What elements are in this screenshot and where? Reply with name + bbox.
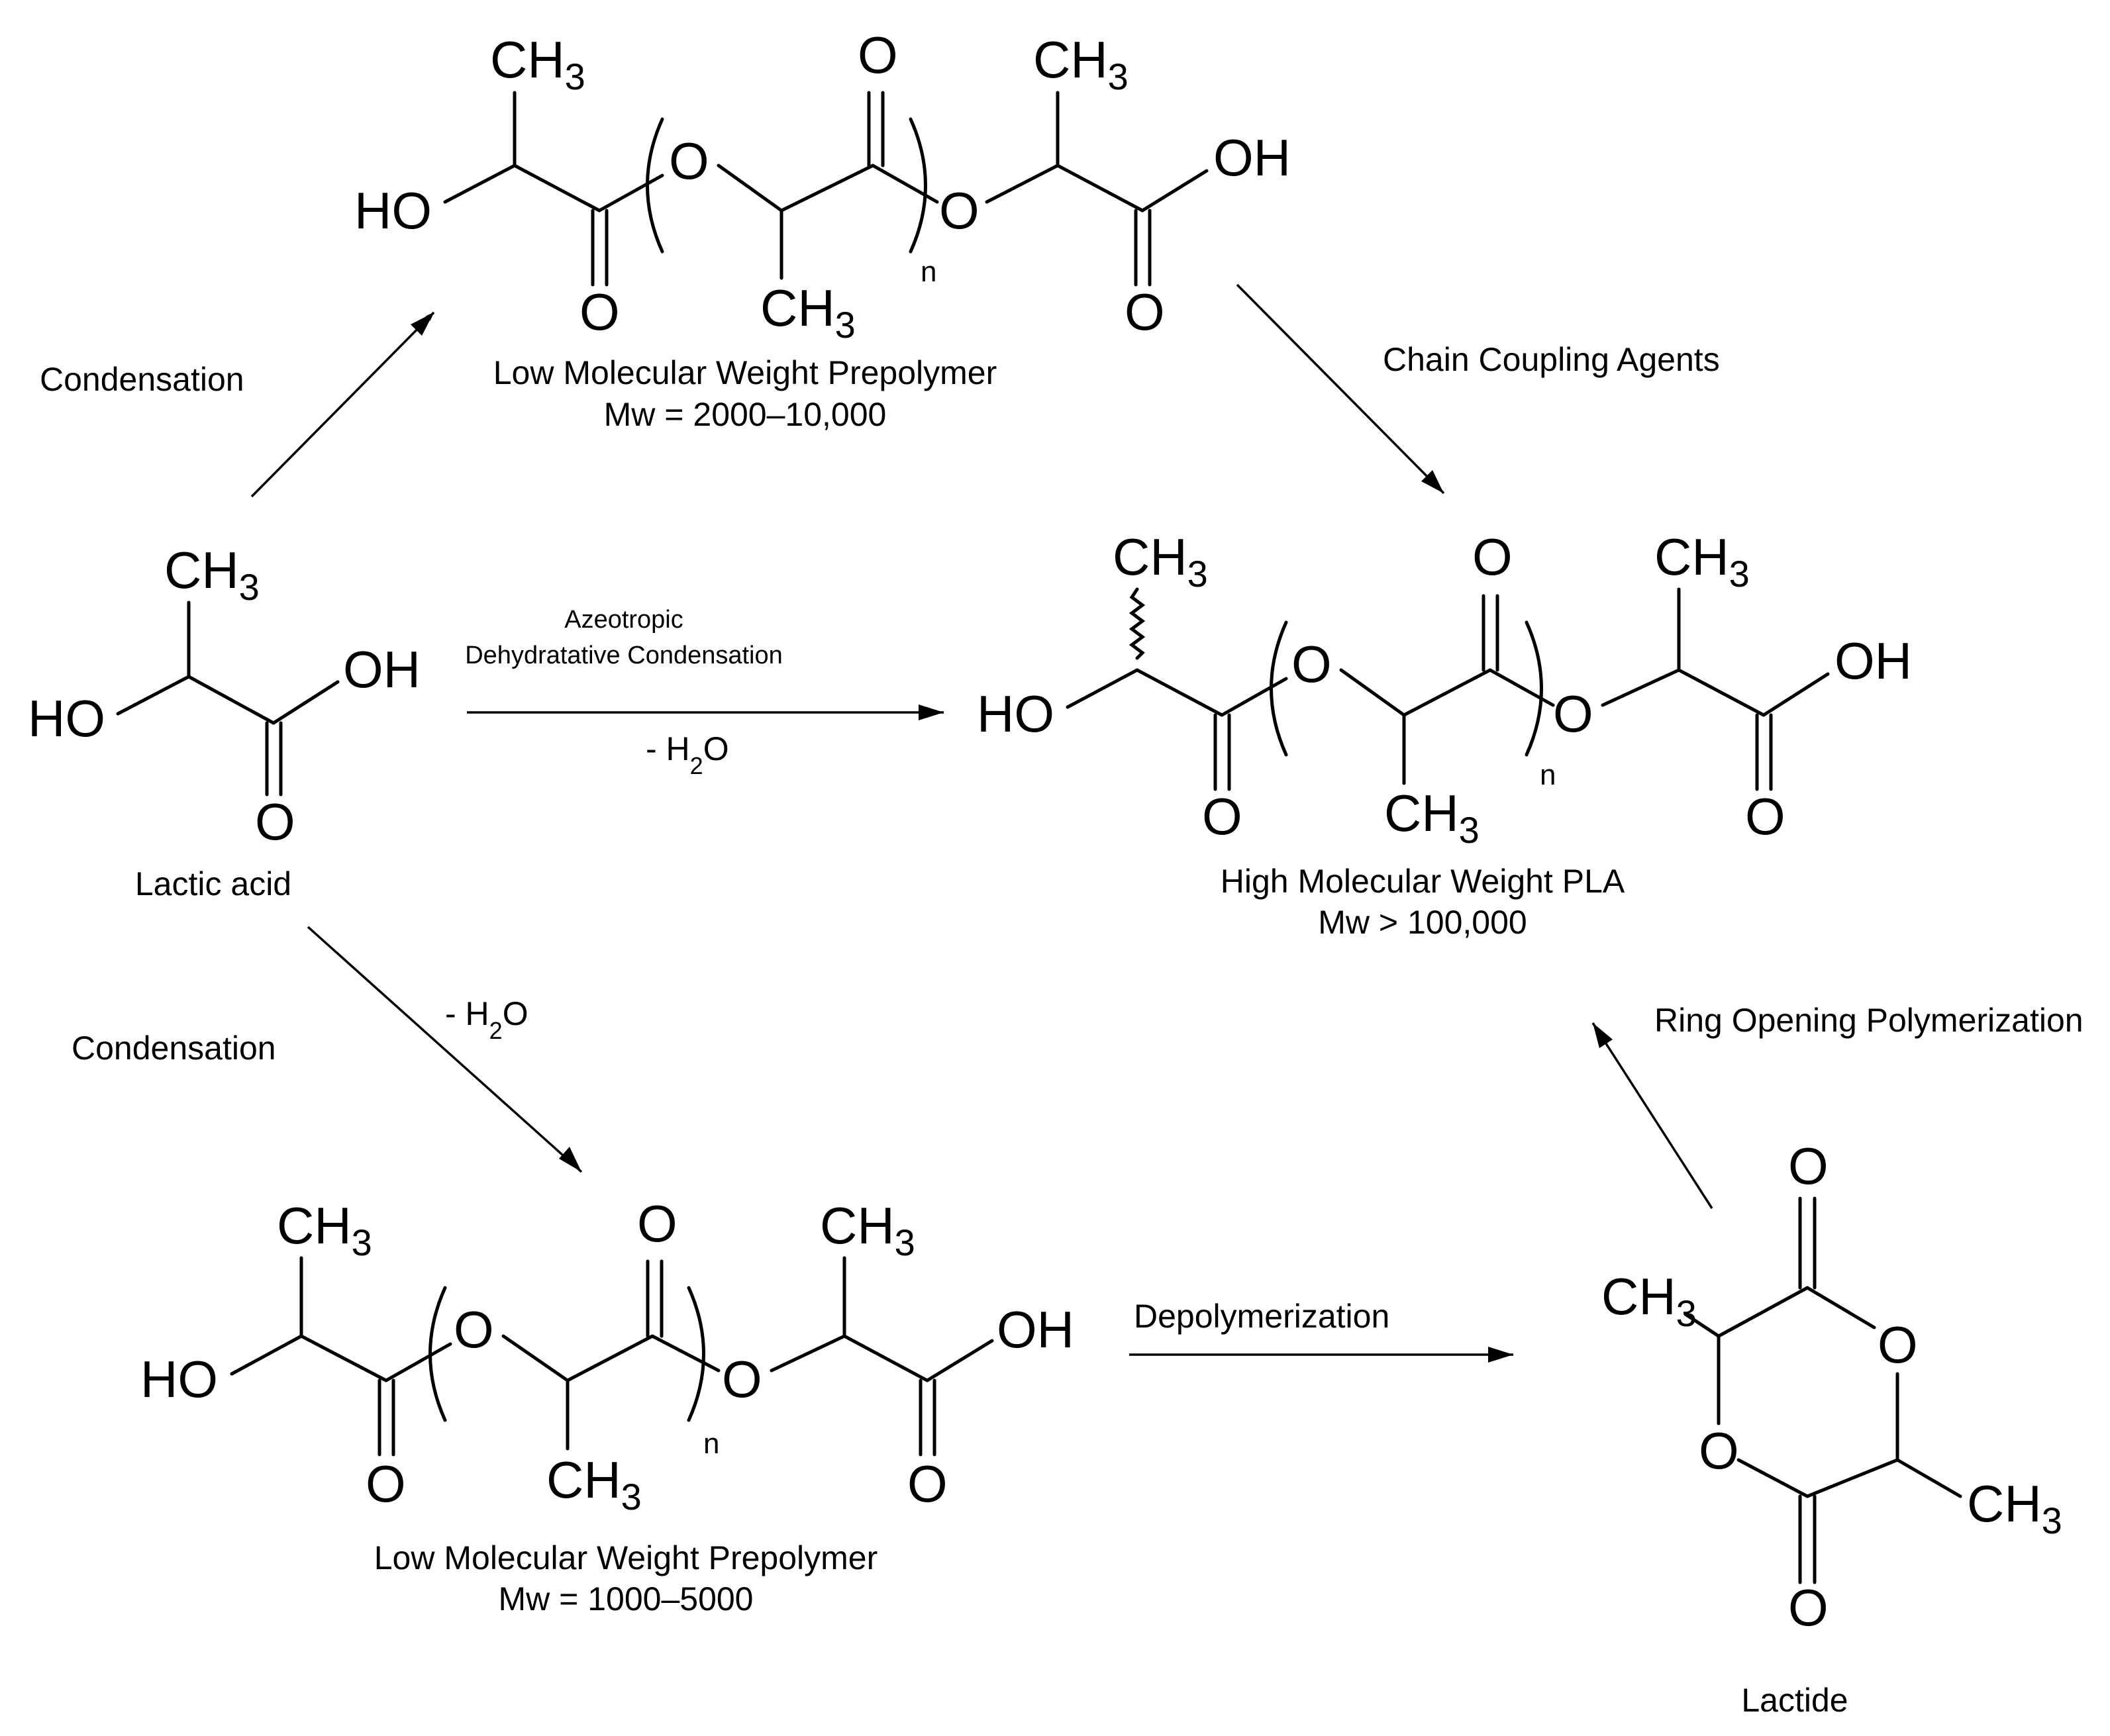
svg-text:CH3: CH3 <box>546 1451 642 1518</box>
mw-prepolymer-bottom: Mw = 1000–5000 <box>498 1580 753 1617</box>
label-condensation-top: Condensation <box>40 361 244 398</box>
svg-text:O: O <box>1553 685 1593 743</box>
svg-text:CH3: CH3 <box>760 279 856 346</box>
name-prepolymer-top: Low Molecular Weight Prepolymer <box>493 354 997 391</box>
arrow-depolymerization-head <box>1488 1347 1513 1363</box>
svg-text:O: O <box>1291 635 1332 693</box>
svg-text:O: O <box>1745 787 1785 845</box>
svg-text:CH3: CH3 <box>1384 784 1480 851</box>
svg-text:O: O <box>907 1455 948 1513</box>
svg-text:O: O <box>579 283 620 341</box>
svg-text:O: O <box>1788 1137 1829 1195</box>
svg-text:O: O <box>366 1455 406 1513</box>
arrow-condensation-bottom-head <box>559 1147 581 1172</box>
svg-text:O: O <box>1472 528 1513 586</box>
svg-text:O: O <box>1125 283 1165 341</box>
svg-text:CH3: CH3 <box>1033 30 1129 97</box>
arrow-azeotropic-head <box>919 704 944 720</box>
name-lactic-acid: Lactic acid <box>135 865 291 902</box>
svg-text:CH3: CH3 <box>820 1196 915 1263</box>
arrow-chain-coupling <box>1236 283 1445 495</box>
svg-text:CH3: CH3 <box>277 1196 372 1263</box>
structure-lactide: O CH3 O O CH3 O <box>1601 1137 2062 1637</box>
arrow-condensation-top-head <box>411 313 434 336</box>
atom-ho: HO <box>28 689 105 747</box>
svg-text:CH3: CH3 <box>1967 1474 2062 1541</box>
svg-text:O: O <box>454 1300 494 1359</box>
label-ring-opening: Ring Opening Polymerization <box>1654 1002 2084 1039</box>
label-condensation-bottom: Condensation <box>72 1030 276 1067</box>
structure-pla-high: CH3 HO O O O CH3 O CH3 OH O n <box>977 528 1912 851</box>
svg-text:O: O <box>669 132 709 190</box>
arrow-ring-opening <box>1591 1022 1713 1209</box>
svg-text:n: n <box>921 256 936 288</box>
svg-text:O: O <box>1202 787 1242 845</box>
mw-prepolymer-top: Mw = 2000–10,000 <box>604 396 887 433</box>
name-pla-high: High Molecular Weight PLA <box>1221 863 1625 900</box>
svg-text:CH3: CH3 <box>490 30 585 97</box>
svg-text:OH: OH <box>997 1300 1074 1359</box>
svg-text:n: n <box>1540 759 1556 791</box>
svg-text:O: O <box>1878 1316 1918 1374</box>
svg-text:HO: HO <box>140 1350 218 1408</box>
svg-text:O: O <box>722 1350 762 1408</box>
label-minus-water-main: - H2O <box>646 730 729 779</box>
svg-text:CH3: CH3 <box>1113 528 1208 595</box>
svg-text:O: O <box>939 181 980 240</box>
svg-text:n: n <box>703 1427 719 1460</box>
label-chain-coupling: Chain Coupling Agents <box>1383 341 1720 378</box>
svg-text:OH: OH <box>1213 128 1291 187</box>
arrow-chain-coupling-head <box>1421 470 1444 493</box>
structure-prepolymer-bottom: CH3 HO O O O CH3 O CH3 OH O n <box>140 1194 1074 1518</box>
svg-text:CH3: CH3 <box>1601 1267 1697 1334</box>
name-prepolymer-bottom: Low Molecular Weight Prepolymer <box>374 1539 878 1576</box>
atom-o: O <box>255 793 295 851</box>
name-lactide: Lactide <box>1741 1682 1848 1719</box>
arrow-condensation-top <box>250 311 435 498</box>
structure-prepolymer-top: CH3 HO O O O CH3 O CH3 OH O n <box>354 26 1291 346</box>
svg-text:OH: OH <box>1834 632 1912 690</box>
svg-text:O: O <box>858 26 898 84</box>
mw-pla-high: Mw > 100,000 <box>1318 904 1527 941</box>
label-depolymerization: Depolymerization <box>1134 1298 1389 1335</box>
svg-text:HO: HO <box>354 181 432 240</box>
atom-oh: OH <box>343 640 421 699</box>
svg-text:CH3: CH3 <box>1654 528 1750 595</box>
arrow-ring-opening-head <box>1593 1023 1613 1048</box>
label-azeotropic-1: Azeotropic <box>564 606 683 634</box>
structure-lactic-acid: CH3 HO OH O <box>28 541 421 851</box>
label-azeotropic-2: Dehydratative Condensation <box>465 642 783 669</box>
svg-text:HO: HO <box>977 685 1054 743</box>
svg-text:O: O <box>637 1194 678 1253</box>
svg-text:O: O <box>1788 1578 1829 1637</box>
arrow-condensation-bottom <box>307 926 583 1173</box>
svg-text:O: O <box>1699 1422 1739 1480</box>
atom-ch3: CH3 <box>164 541 260 608</box>
label-minus-water-lower: - H2O <box>445 995 528 1044</box>
